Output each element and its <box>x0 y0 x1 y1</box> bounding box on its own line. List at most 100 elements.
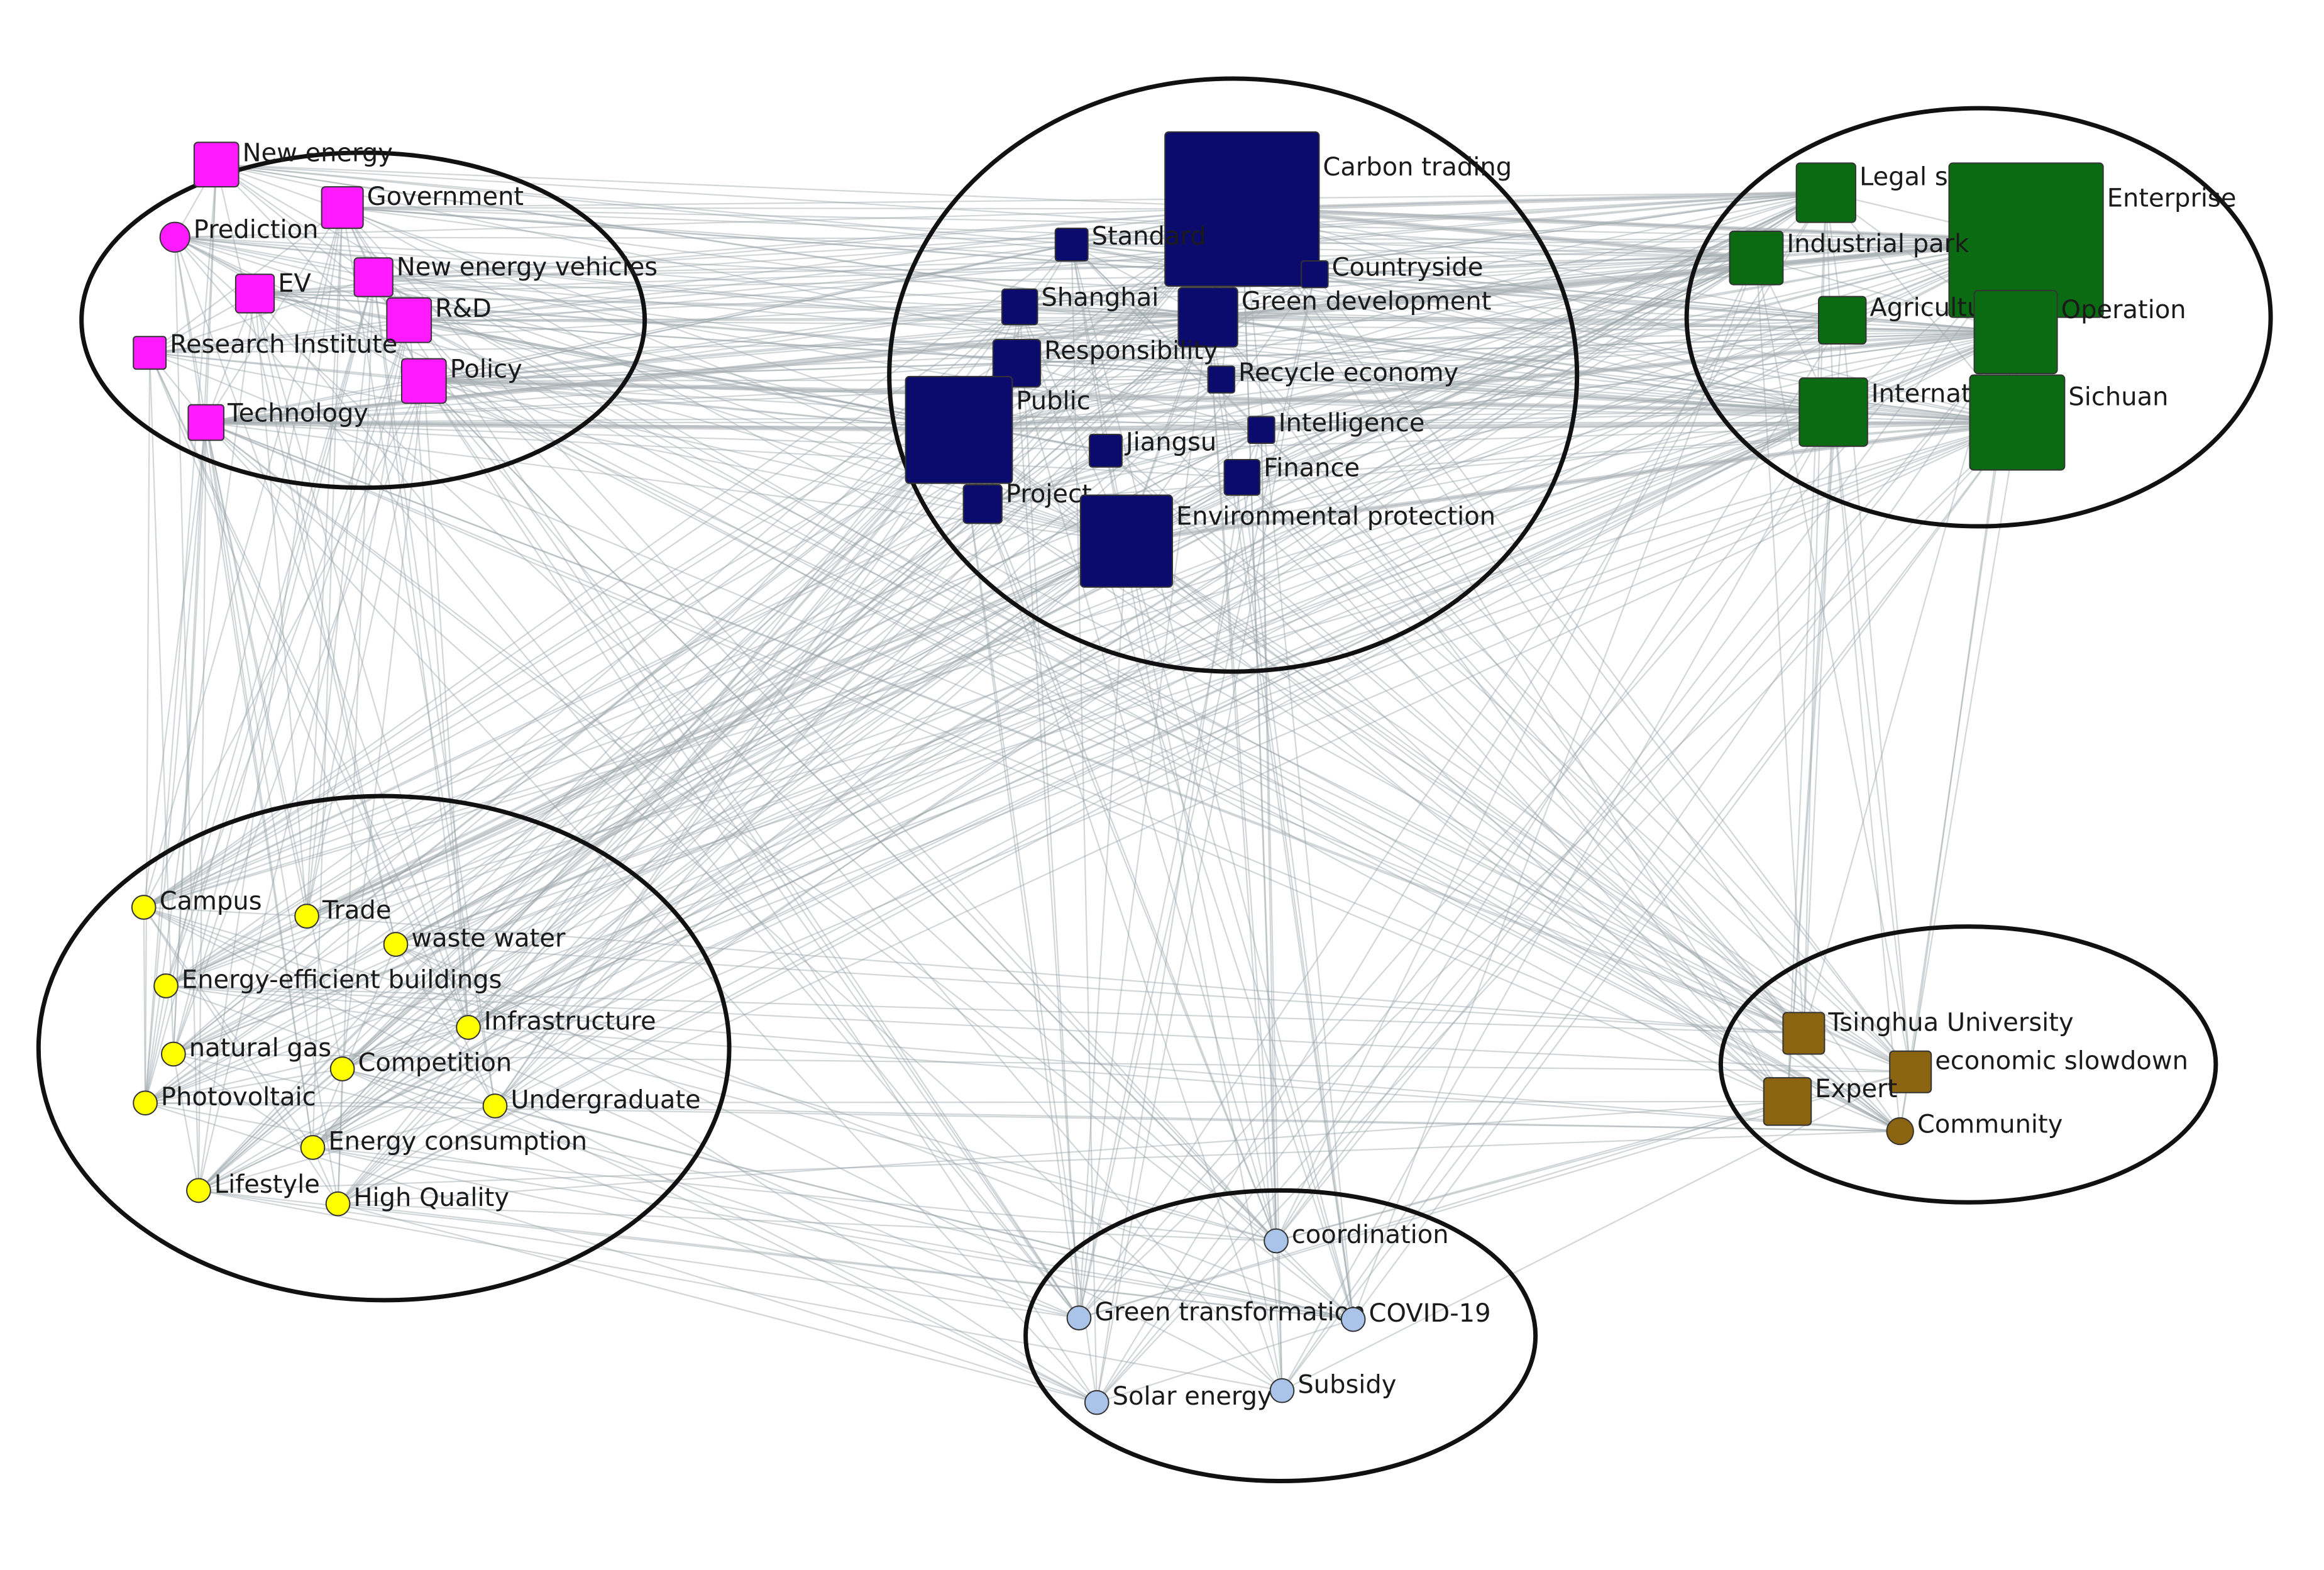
node-marker-green-transformation <box>1066 1305 1092 1331</box>
edge-coordination-responsibility <box>1016 363 1277 1241</box>
navy-cluster <box>887 76 1580 674</box>
node-label-economic-slowdown: economic slowdown <box>1935 1047 2188 1076</box>
edge-legal-system-new-energy-vehicles <box>373 192 1826 279</box>
edge-international-rd <box>409 319 1834 413</box>
node-shanghai: Shanghai <box>1001 284 1159 326</box>
edge-international-high-quality <box>338 411 1834 1205</box>
edge-technology-energy-consumption <box>205 422 314 1148</box>
node-marker-project <box>962 484 1003 524</box>
edge-natural-gas-public <box>173 429 960 1055</box>
edge-green-transformation-public <box>958 429 1080 1318</box>
edge-operation-campus <box>143 331 2016 909</box>
edge-competition-undergraduate <box>342 1068 495 1107</box>
node-label-countryside: Countryside <box>1332 253 1484 282</box>
edge-carbon-trading-expert <box>1241 208 1788 1102</box>
edge-international-solar-energy <box>1096 411 1834 1403</box>
edge-carbon-trading-competition <box>341 208 1243 1070</box>
edge-competition-covid-19 <box>342 1068 1353 1320</box>
edge-sichuan-energy-consumption <box>312 421 2018 1149</box>
edge-public-prediction <box>174 236 959 431</box>
edge-competition-photovoltaic <box>145 1068 343 1104</box>
node-responsibility: Responsibility <box>992 336 1218 388</box>
node-marker-coordination <box>1264 1228 1289 1254</box>
edge-waste-water-undergraduate <box>395 944 496 1107</box>
edge-international-lifestyle <box>198 411 1834 1191</box>
edge-operation-natural-gas <box>173 331 2016 1055</box>
edge-campus-coordination <box>143 906 1277 1242</box>
edge-infrastructure-community <box>468 1026 1900 1132</box>
edge-covid-19-finance <box>1241 477 1354 1320</box>
edge-energy-consumption-carbon-trading <box>312 208 1243 1148</box>
node-photovoltaic: Photovoltaic <box>133 1083 316 1116</box>
edge-environmental-protection-undergraduate <box>494 540 1127 1107</box>
edge-trade-ev <box>254 293 308 917</box>
node-marker-legal-system <box>1795 162 1856 223</box>
edge-undergraduate-lifestyle <box>198 1105 495 1191</box>
node-marker-solar-energy <box>1084 1390 1110 1415</box>
edge-industrial-park-natural-gas <box>173 257 1757 1055</box>
edge-government-energy-consumption <box>312 207 343 1148</box>
edge-energy-consumption-waste-water <box>312 944 397 1148</box>
edge-community-photovoltaic <box>145 1102 1900 1132</box>
node-label-natural-gas: natural gas <box>189 1034 331 1063</box>
edge-government-coordination <box>341 207 1277 1242</box>
edge-subsidy-waste-water <box>395 943 1282 1391</box>
edge-coordination-high-quality <box>338 1203 1277 1242</box>
edge-waste-water-industrial-park <box>395 257 1757 945</box>
edge-green-development-shanghai <box>1020 306 1208 318</box>
edge-countryside-new-energy <box>216 163 1315 275</box>
edge-green-development-green-transformation <box>1078 317 1209 1318</box>
edge-sichuan-high-quality <box>338 421 2018 1205</box>
edge-photovoltaic-new-energy <box>144 164 218 1103</box>
edge-expert-jiangsu <box>1105 450 1788 1102</box>
edge-policy-international <box>424 379 1834 414</box>
edge-public-operation <box>959 329 2016 433</box>
node-label-waste-water: waste water <box>411 924 566 953</box>
edge-green-development-enterprise <box>1208 238 2027 320</box>
edge-competition-green-transformation <box>342 1068 1079 1319</box>
edge-green-development-expert <box>1207 316 1788 1102</box>
edge-sichuan-trade <box>306 421 2018 917</box>
node-label-enterprise: Enterprise <box>2107 184 2237 213</box>
edge-tsinghua-university-intelligence <box>1260 429 1805 1034</box>
edge-prediction-covid-19 <box>174 236 1354 1320</box>
edge-policy-natural-gas <box>172 380 425 1054</box>
edge-technology-natural-gas <box>172 422 207 1054</box>
edge-undergraduate-new-energy-vehicles <box>373 277 496 1107</box>
edge-policy-standard <box>424 243 1072 382</box>
node-label-carbon-trading: Carbon trading <box>1323 153 1512 182</box>
node-government: Government <box>321 182 524 229</box>
edge-lifestyle-prediction <box>174 237 200 1191</box>
node-marker-jiangsu <box>1088 433 1123 468</box>
node-high-quality: High Quality <box>325 1183 509 1217</box>
edge-green-development-competition <box>341 316 1209 1070</box>
edge-public-high-quality <box>337 429 960 1205</box>
edge-carbon-trading-enterprise <box>1242 206 2027 243</box>
edge-public-energy-consumption <box>312 429 960 1148</box>
node-label-technology: Technology <box>227 399 368 428</box>
node-green-transformation: Green transformation <box>1066 1298 1365 1331</box>
edge-sichuan-waste-water <box>395 421 2018 946</box>
edge-international-green-development <box>1208 316 1834 413</box>
edge-agriculture-countryside <box>1314 274 1842 321</box>
edge-environmental-protection-natural-gas <box>173 540 1127 1055</box>
edge-technology-lifestyle <box>197 422 207 1191</box>
edge-technology-high-quality <box>205 422 339 1204</box>
edge-prediction-new-energy-vehicles <box>175 236 374 279</box>
edge-technology-tsinghua-university <box>206 421 1804 1034</box>
node-policy: Policy <box>400 355 522 404</box>
node-recycle-economy: Recycle economy <box>1207 358 1458 394</box>
edge-covid-19-standard <box>1071 244 1354 1320</box>
edge-operation-high-quality <box>338 331 2017 1205</box>
node-project: Project <box>962 480 1092 524</box>
node-marker-sichuan <box>1969 374 2066 471</box>
node-label-coordination: coordination <box>1292 1220 1449 1249</box>
edge-policy-green-transformation <box>423 380 1080 1318</box>
node-label-ev: EV <box>278 269 311 298</box>
node-marker-economic-slowdown <box>1889 1050 1932 1093</box>
node-label-expert: Expert <box>1815 1075 1897 1103</box>
edge-legal-system-expert <box>1787 192 1827 1102</box>
edge-technology-finance <box>206 421 1242 478</box>
edge-environmental-protection-energy-efficient-buildings <box>165 540 1127 987</box>
node-marker-government <box>321 186 364 229</box>
